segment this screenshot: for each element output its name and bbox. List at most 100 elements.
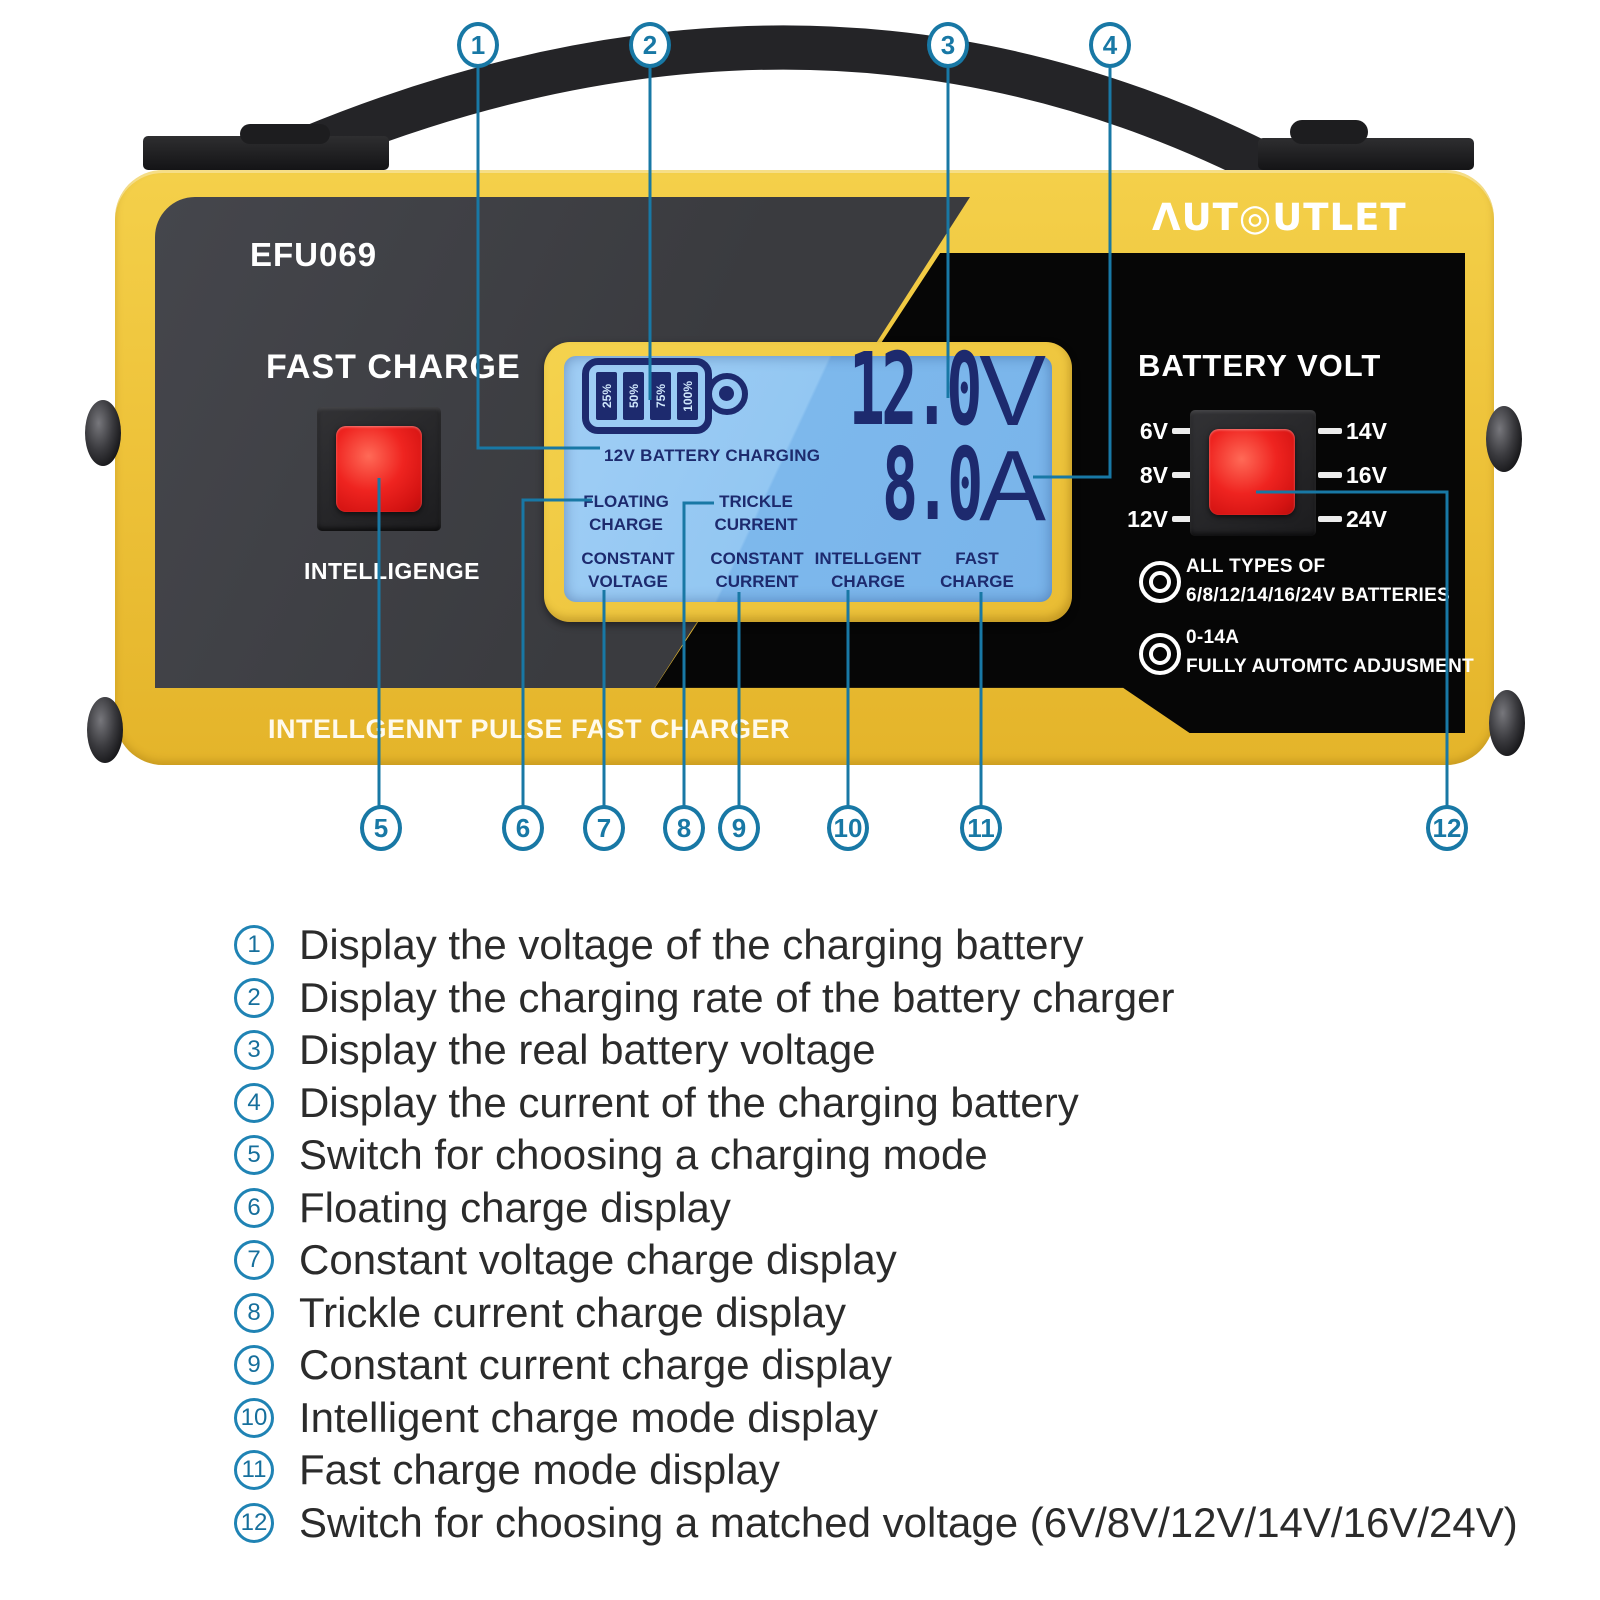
- lcd-screen: 25% 50% 75% 100% 12V BATTERY CHARGING FL…: [564, 340, 1052, 602]
- legend-num: 12: [234, 1502, 274, 1543]
- volt-tick: [1172, 428, 1196, 434]
- legend-item: 6 Floating charge display: [234, 1182, 1518, 1235]
- lcd-bezel: 25% 50% 75% 100% 12V BATTERY CHARGING FL…: [544, 340, 1072, 622]
- legend-num: 10: [234, 1397, 274, 1438]
- bullseye-icon: [1139, 633, 1181, 675]
- volt-tick: [1172, 516, 1196, 522]
- brand-logo: ΛUT◎UTLET: [1152, 196, 1407, 239]
- legend-text: Switch for choosing a matched voltage (6…: [299, 1498, 1518, 1546]
- bottom-strip-slogan: INTELLGENNT PULSE FAST CHARGER: [268, 714, 791, 744]
- callout-5: 5: [360, 805, 402, 851]
- battery-bar-50: 50%: [623, 372, 644, 420]
- voltage-unit: V: [979, 335, 1046, 447]
- volt-tick: [1318, 472, 1342, 478]
- volt-label-6v: 6V: [1139, 418, 1168, 444]
- legend-text: Floating charge display: [299, 1183, 731, 1231]
- battery-volt-button[interactable]: [1209, 429, 1295, 515]
- legend-item: 2 Display the charging rate of the batter…: [234, 972, 1518, 1025]
- current-unit: A: [979, 430, 1046, 542]
- legend-item: 7 Constant voltage charge display: [234, 1234, 1518, 1287]
- callout-7: 7: [583, 805, 625, 851]
- fast-charge-label: FAST CHARGE: [266, 348, 521, 386]
- volt-label-8v: 8V: [1139, 462, 1168, 488]
- charging-status-text: 12V BATTERY CHARGING: [604, 446, 821, 465]
- callout-10: 10: [827, 805, 869, 851]
- legend-text: Switch for choosing a charging mode: [299, 1131, 988, 1179]
- legend-text: Display the voltage of the charging batt…: [299, 921, 1084, 969]
- feature-line: 0-14A: [1186, 627, 1240, 648]
- legend-text: Intelligent charge mode display: [299, 1393, 879, 1441]
- callout-4: 4: [1089, 22, 1131, 68]
- legend-text: Constant voltage charge display: [299, 1236, 897, 1284]
- handle-anchor-right: [1290, 120, 1368, 144]
- feature-line: 6/8/12/14/16/24V BATTERIES: [1186, 585, 1451, 606]
- feature-line: ALL TYPES OF: [1186, 556, 1326, 577]
- bullseye-icon: [1139, 561, 1181, 603]
- legend-num: 8: [234, 1292, 274, 1333]
- mode-switch-well: [317, 407, 441, 531]
- handle-anchor-left: [240, 124, 330, 144]
- charging-mode-button[interactable]: [336, 426, 422, 512]
- callout-12: 12: [1426, 805, 1468, 851]
- feature-line: FULLY AUTOMTC ADJUSMENT: [1186, 656, 1475, 677]
- side-screw: [87, 697, 123, 763]
- legend-num: 2: [234, 977, 274, 1018]
- legend-text: Display the charging rate of the battery…: [299, 973, 1175, 1021]
- volt-tick: [1318, 516, 1342, 522]
- legend-text: Trickle current charge display: [299, 1288, 846, 1336]
- side-screw: [1486, 406, 1522, 472]
- battery-volt-title: BATTERY VOLT: [1138, 348, 1382, 383]
- legend-item: 9 Constant current charge display: [234, 1339, 1518, 1392]
- volt-label-16v: 16V: [1346, 462, 1387, 488]
- legend-num: 11: [234, 1450, 274, 1491]
- legend-text: Display the current of the charging batt…: [299, 1078, 1079, 1126]
- legend-num: 7: [234, 1240, 274, 1281]
- legend-num: 9: [234, 1345, 274, 1386]
- side-screw: [85, 400, 121, 466]
- callout-2: 2: [629, 22, 671, 68]
- volt-tick: [1172, 472, 1196, 478]
- volt-tick: [1318, 428, 1342, 434]
- carry-handle: [248, 25, 1286, 191]
- handle-mount-right: [1258, 138, 1474, 170]
- current-value: 8.0: [881, 426, 983, 543]
- legend-num: 5: [234, 1135, 274, 1176]
- legend-num: 4: [234, 1082, 274, 1123]
- legend-item: 4 Display the current of the charging bat…: [234, 1077, 1518, 1130]
- battery-tip-icon: [706, 373, 748, 415]
- model-label: EFU069: [250, 236, 378, 273]
- callout-11: 11: [960, 805, 1002, 851]
- battery-bar-100: 100%: [677, 372, 698, 420]
- battery-gauge-icon: 25% 50% 75% 100%: [582, 358, 712, 434]
- legend-text: Fast charge mode display: [299, 1446, 780, 1494]
- legend-text: Display the real battery voltage: [299, 1026, 876, 1074]
- legend-num: 6: [234, 1187, 274, 1228]
- battery-bar-25: 25%: [596, 372, 617, 420]
- legend-text: Constant current charge display: [299, 1341, 892, 1389]
- voltage-value: 12.0: [849, 331, 983, 448]
- charger-body: EFU069 FAST CHARGE INTELLIGENGE ΛUT◎UTLE…: [115, 170, 1494, 765]
- volt-label-24v: 24V: [1346, 506, 1387, 532]
- legend-item: 10 Intelligent charge mode display: [234, 1392, 1518, 1445]
- callout-1: 1: [457, 22, 499, 68]
- battery-tip-dot: [719, 386, 734, 401]
- feature-battery-types: ALL TYPES OF 6/8/12/14/16/24V BATTERIES: [1186, 552, 1450, 610]
- legend-item: 8 Trickle current charge display: [234, 1287, 1518, 1340]
- volt-label-12v: 12V: [1127, 506, 1168, 532]
- feature-auto-adjust: 0-14A FULLY AUTOMTC ADJUSMENT: [1186, 623, 1474, 681]
- callout-3: 3: [927, 22, 969, 68]
- side-screw: [1489, 690, 1525, 756]
- legend-item: 5 Switch for choosing a charging mode: [234, 1129, 1518, 1182]
- intelligence-label: INTELLIGENGE: [304, 558, 480, 584]
- volt-label-14v: 14V: [1346, 418, 1387, 444]
